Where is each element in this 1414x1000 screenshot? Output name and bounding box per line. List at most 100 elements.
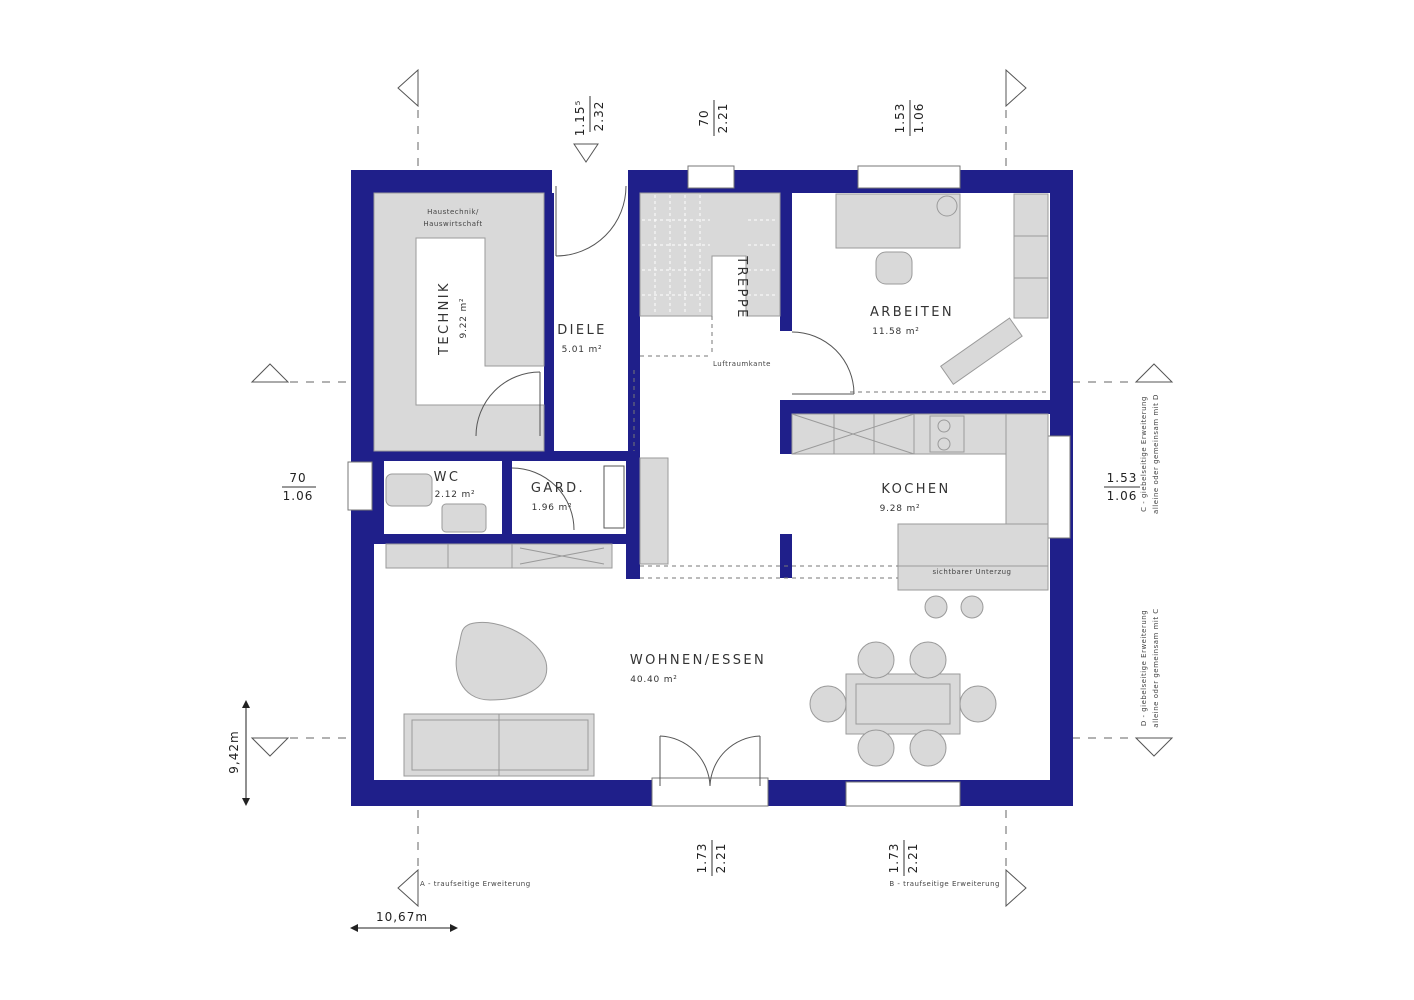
office-shelf	[1013, 193, 1049, 319]
section-marker-left-top	[250, 363, 290, 383]
wall-wc-box	[374, 461, 384, 535]
dim-top-1-top: 1.15⁵	[573, 100, 587, 137]
window-top-office	[857, 165, 961, 189]
extension-c-line1: C - giebelseitige Erweiterung	[1140, 396, 1148, 512]
door-swing-office	[791, 331, 855, 395]
dim-top-2-top: 70	[697, 109, 711, 126]
section-marker-bottom-right	[1005, 868, 1027, 908]
dining-table	[845, 673, 961, 735]
room-labels: Haustechnik/ Hauswirtschaft TECHNIK 9.22…	[423, 208, 1011, 685]
section-lines	[290, 110, 1135, 880]
dim-top-2-bottom: 2.21	[716, 103, 730, 134]
furniture-details	[411, 195, 1048, 776]
section-marker-top-left	[397, 68, 419, 108]
living-sideboard	[385, 543, 613, 569]
dim-bottom-1-bottom: 2.21	[714, 843, 728, 874]
stair-steps	[642, 195, 778, 314]
extension-d-line1: D - giebelseitige Erweiterung	[1140, 610, 1148, 726]
office-chair	[875, 251, 913, 285]
treppe-name: TREPPE	[734, 255, 749, 319]
technik-note-line1: Haustechnik/	[427, 208, 479, 216]
treppe-note: Luftraumkante	[713, 360, 771, 368]
door-swing-entrance	[555, 185, 627, 257]
coat-rack	[603, 465, 625, 529]
extension-c-line2: alleine oder gemeinsam mit D	[1152, 394, 1160, 514]
gard-name: GARD.	[531, 481, 585, 496]
staircase	[639, 192, 781, 317]
washbasin	[441, 503, 487, 533]
technik-name: TECHNIK	[437, 281, 452, 356]
extension-a: A - traufseitige Erweiterung	[420, 880, 531, 888]
bar-stool	[924, 595, 948, 619]
wall-kitchen-left-a	[780, 414, 792, 454]
section-marker-right-top	[1134, 363, 1174, 383]
wall-gard-right	[626, 451, 640, 579]
wall-office-bottom	[780, 400, 1050, 414]
dim-top-3-top: 1.53	[893, 103, 907, 134]
wall-lower-band	[374, 534, 640, 544]
dim-bottom-2-bottom: 2.21	[906, 843, 920, 874]
interior-dashed-lines	[633, 316, 1046, 579]
wall-stairs-right	[780, 193, 792, 331]
section-marker-top-right	[1005, 68, 1027, 108]
dining-chair	[857, 641, 895, 679]
extension-b: B - traufseitige Erweiterung	[889, 880, 1000, 888]
kochen-area: 9.28 m²	[880, 504, 921, 514]
dimension-labels: 1.15⁵ 2.32 70 2.21 1.53 1.06 70 1.06 1.5…	[227, 96, 1140, 932]
door-swing-technik	[475, 371, 541, 437]
dim-top-3-bottom: 1.06	[912, 103, 926, 134]
gard-area: 1.96 m²	[532, 503, 573, 513]
window-left-wc	[347, 461, 373, 511]
dining-chair	[909, 641, 947, 679]
furniture	[373, 192, 1049, 777]
wall-wc-gard	[502, 461, 512, 535]
entrance-door-opening	[552, 168, 628, 194]
technik-area: 9.22 m²	[459, 298, 469, 339]
dim-depth: 9,42m	[227, 730, 241, 773]
section-marker-left-bottom	[250, 737, 290, 757]
extension-labels: A - traufseitige Erweiterung B - traufse…	[420, 394, 1160, 888]
section-marker-right-bottom	[1134, 737, 1174, 757]
dining-chair	[909, 729, 947, 767]
wall-diele-right	[628, 193, 640, 451]
door-swings	[475, 185, 855, 787]
dining-chair	[809, 685, 847, 723]
entrance-marker	[573, 143, 599, 163]
dim-bottom-2-top: 1.73	[887, 843, 901, 874]
dim-left-bottom: 1.06	[283, 489, 314, 503]
wall-kitchen-left-b	[780, 534, 792, 578]
section-markers	[250, 68, 1174, 908]
wohnen-area: 40.40 m²	[630, 675, 677, 685]
hall-cabinet	[639, 457, 669, 565]
diele-name: DIELE	[557, 323, 607, 338]
office-lounge-chair	[940, 317, 1023, 385]
section-marker-bottom-left	[397, 868, 419, 908]
dim-left-top: 70	[289, 471, 306, 485]
dining-chair	[959, 685, 997, 723]
diele-area: 5.01 m²	[562, 345, 603, 355]
wc-name: WC	[434, 470, 461, 485]
wall-technik-right	[544, 193, 554, 451]
dim-top-1-bottom: 2.32	[592, 101, 606, 132]
window-bottom-dining	[845, 781, 961, 807]
toilet	[385, 473, 433, 507]
kitchen-counter-top	[791, 413, 1049, 455]
window-top-stairs	[687, 165, 735, 189]
window-right-kitchen	[1045, 435, 1071, 539]
arbeiten-name: ARBEITEN	[870, 305, 954, 320]
dim-width: 10,67m	[376, 910, 428, 924]
kochen-note: sichtbarer Unterzug	[932, 568, 1011, 576]
dim-right-bottom: 1.06	[1107, 489, 1138, 503]
wohnen-name: WOHNEN/ESSEN	[630, 653, 766, 668]
office-desk	[835, 193, 961, 249]
kitchen-island	[897, 523, 1049, 591]
technik-utility-area	[373, 192, 545, 452]
wc-area: 2.12 m²	[435, 490, 476, 500]
bar-stool	[960, 595, 984, 619]
dim-bottom-1-top: 1.73	[695, 843, 709, 874]
door-swing-gard	[511, 467, 575, 531]
door-swing-terrace-right	[709, 735, 761, 787]
dining-chair	[857, 729, 895, 767]
outer-openings	[347, 165, 1071, 807]
